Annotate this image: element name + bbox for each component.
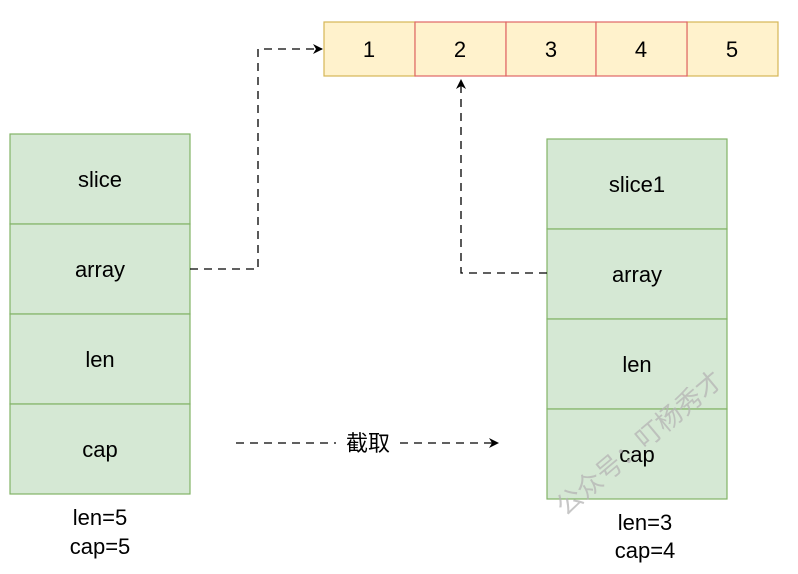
right-array-pointer-arrow [456, 79, 547, 274]
left-field-slice-box [9, 133, 191, 225]
right-field-cap: cap [619, 442, 654, 467]
left-field-cap: cap [82, 437, 117, 462]
array-value-4: 4 [635, 37, 647, 62]
right-field-slice: slice1 [609, 172, 665, 197]
left-info-cap: cap=5 [70, 534, 131, 559]
left-field-len: len [85, 347, 114, 372]
slice-header-left: slice array len cap len=5 cap=5 [9, 133, 191, 559]
left-field-cap-box [9, 403, 191, 495]
left-info-len: len=5 [73, 505, 127, 530]
array-value-5: 5 [726, 37, 738, 62]
left-array-pointer-arrow [190, 44, 323, 270]
operation-label: 截取 [346, 431, 390, 456]
right-field-len: len [622, 352, 651, 377]
right-field-cap-box [546, 408, 728, 500]
array-cell-2 [414, 21, 507, 77]
array-value-3: 3 [545, 37, 557, 62]
underlying-array: 1 2 3 4 5 [323, 21, 779, 77]
array-cell-4 [595, 21, 688, 77]
right-info-len: len=3 [618, 510, 672, 535]
array-value-1: 1 [363, 37, 375, 62]
right-info-cap: cap=4 [615, 538, 676, 563]
right-field-slice-box [546, 138, 728, 230]
array-cell-5 [686, 21, 779, 77]
left-field-array: array [75, 257, 125, 282]
array-cell-1 [323, 21, 416, 77]
left-field-len-box [9, 313, 191, 405]
right-field-array: array [612, 262, 662, 287]
right-field-len-box [546, 318, 728, 410]
array-value-2: 2 [454, 37, 466, 62]
right-field-array-box [546, 228, 728, 320]
left-field-slice: slice [78, 167, 122, 192]
slice-header-right: slice1 array len cap len=3 cap=4 [546, 138, 728, 563]
